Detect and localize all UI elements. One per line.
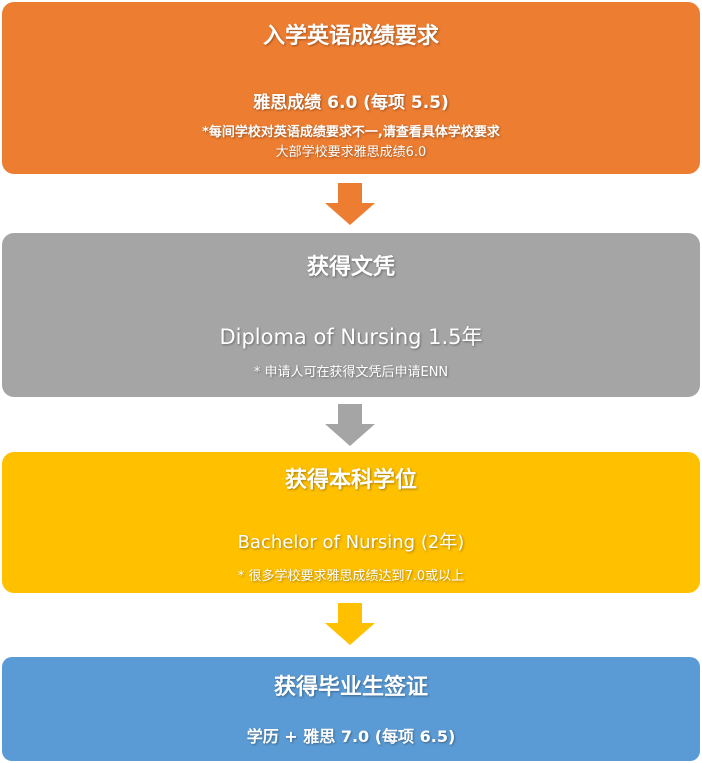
- step-note: *每间学校对英语成绩要求不一,请查看具体学校要求: [202, 125, 500, 140]
- step-title: 获得文凭: [306, 255, 395, 280]
- step-main-text: Bachelor of Nursing (2年): [237, 532, 465, 553]
- down-arrow-shape: [325, 603, 375, 645]
- step-title: 入学英语成绩要求: [262, 24, 439, 49]
- down-arrow-shape: [325, 404, 375, 446]
- step-main-text: 学历 + 雅思 7.0 (每项 6.5): [246, 727, 456, 746]
- step-main-text: Diploma of Nursing 1.5年: [219, 325, 483, 349]
- down-arrow-icon: [325, 183, 375, 225]
- step-main-text: 雅思成绩 6.0 (每项 5.5): [253, 93, 449, 113]
- step-box-diploma: 获得文凭 Diploma of Nursing 1.5年 * 申请人可在获得文凭…: [2, 233, 700, 397]
- step-title: 获得毕业生签证: [273, 675, 428, 700]
- down-arrow-icon: [325, 603, 375, 645]
- step-note: * 很多学校要求雅思成绩达到7.0或以上: [237, 569, 465, 584]
- step-box-english-requirement: 入学英语成绩要求 雅思成绩 6.0 (每项 5.5) *每间学校对英语成绩要求不…: [2, 2, 700, 174]
- down-arrow-icon: [325, 404, 375, 446]
- step-box-graduate-visa: 获得毕业生签证 学历 + 雅思 7.0 (每项 6.5): [2, 657, 700, 761]
- step-note: * 申请人可在获得文凭后申请ENN: [253, 365, 449, 380]
- step-title: 获得本科学位: [284, 468, 417, 493]
- step-box-bachelor: 获得本科学位 Bachelor of Nursing (2年) * 很多学校要求…: [2, 452, 700, 593]
- down-arrow-shape: [325, 183, 375, 225]
- step-note: 大部学校要求雅思成绩6.0: [275, 145, 427, 160]
